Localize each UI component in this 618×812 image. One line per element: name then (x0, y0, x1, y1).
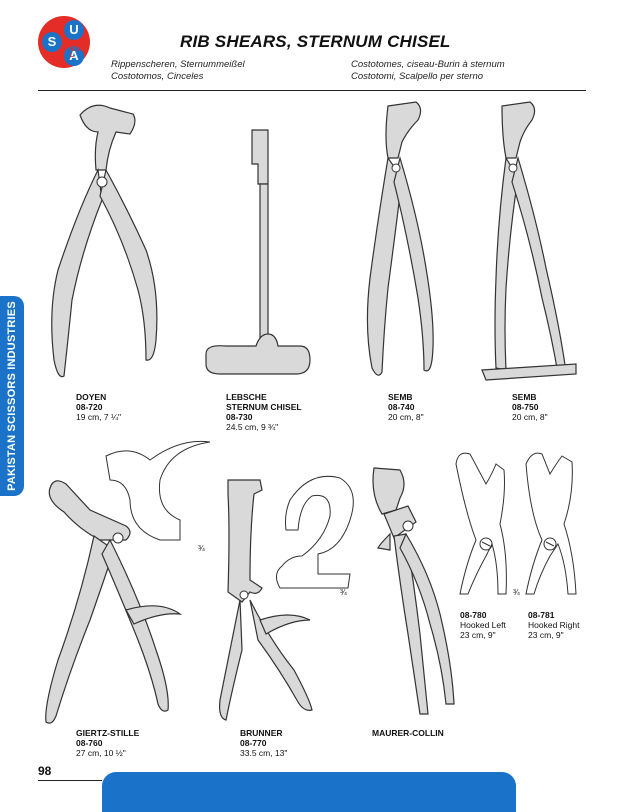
product-code: 08-720 (76, 402, 103, 412)
product-name: DOYEN (76, 392, 107, 402)
subtitle-spanish: Costotomos, Cinceles (111, 71, 204, 82)
product-label-brunner: BRUNNER 08-770 33.5 cm, 13" (240, 728, 287, 758)
brunner-illustration (200, 470, 360, 730)
logo-letter-a: A (69, 48, 79, 63)
lebsche-sternum-chisel-illustration (196, 124, 316, 384)
page-number: 98 (38, 764, 52, 778)
product-label-hooked-left: 08-780 Hooked Left 23 cm, 9" (460, 610, 506, 640)
product-label-doyen: DOYEN 08-720 19 cm, 7 ¼" (76, 392, 121, 422)
page-title: RIB SHEARS, STERNUM CHISEL (180, 32, 451, 51)
product-size: 24.5 cm, 9 ¾" (226, 422, 279, 432)
logo-letter-u: U (69, 22, 78, 37)
side-tab: PAKISTAN SCISSORS INDUSTRIES (0, 296, 24, 496)
product-size: 27 cm, 10 ½" (76, 748, 126, 758)
footer-bar (102, 772, 516, 812)
product-name: BRUNNER (240, 728, 283, 738)
logo-letter-s: S (48, 34, 57, 49)
semb-08-750-illustration (476, 98, 586, 388)
header-rule (38, 90, 586, 91)
product-label-hooked-right: 08-781 Hooked Right 23 cm, 9" (528, 610, 580, 640)
product-variant: Hooked Left (460, 620, 506, 630)
usa-dental-logo: U S A (38, 16, 90, 68)
scale-fraction-2: ¾ (340, 588, 347, 597)
product-size: 23 cm, 9" (460, 630, 496, 640)
product-code: 08-770 (240, 738, 267, 748)
product-label-semb-750: SEMB 08-750 20 cm, 8" (512, 392, 548, 422)
product-size: 19 cm, 7 ¼" (76, 412, 122, 422)
scale-fraction-3: ¾ (513, 588, 520, 597)
doyen-rib-shears-illustration (38, 100, 168, 390)
product-label-giertz-stille: GIERTZ-STILLE 08-760 27 cm, 10 ½" (76, 728, 139, 758)
product-code: 08-740 (388, 402, 415, 412)
product-name: SEMB (388, 392, 413, 402)
product-code: 08-780 (460, 610, 487, 620)
product-label-maurer-collin: MAURER-COLLIN (372, 728, 444, 738)
product-name: MAURER-COLLIN (372, 728, 444, 738)
product-label-semb-740: SEMB 08-740 20 cm, 8" (388, 392, 424, 422)
product-code: 08-730 (226, 412, 253, 422)
product-code: 08-781 (528, 610, 555, 620)
subtitle-french: Costotomes, ciseau-Burin à sternum (351, 59, 505, 70)
product-size: 33.5 cm, 13" (240, 748, 288, 758)
product-code: 08-760 (76, 738, 103, 748)
maurer-collin-illustration (350, 464, 460, 734)
product-size: 20 cm, 8" (512, 412, 548, 422)
product-name: GIERTZ-STILLE (76, 728, 140, 738)
product-name-line-2: STERNUM CHISEL (226, 402, 302, 412)
subtitle-italian: Costotomi, Scalpello per sterno (351, 71, 484, 82)
subtitle-german: Rippenscheren, Sternummeißel (111, 59, 245, 70)
scale-fraction-1: ¾ (198, 544, 205, 553)
logo-arc-text: DENTAL (70, 40, 82, 59)
product-code: 08-750 (512, 402, 539, 412)
giertz-stille-illustration (30, 440, 210, 730)
product-name: SEMB (512, 392, 537, 402)
product-label-lebsche: LEBSCHE STERNUM CHISEL 08-730 24.5 cm, 9… (226, 392, 302, 432)
product-size: 20 cm, 8" (388, 412, 424, 422)
side-tab-text: PAKISTAN SCISSORS INDUSTRIES (6, 301, 18, 491)
footer-rule (38, 780, 102, 781)
product-size: 23 cm, 9" (528, 630, 564, 640)
product-name-line-1: LEBSCHE (226, 392, 267, 402)
product-variant: Hooked Right (528, 620, 580, 630)
hooked-rib-shears-outline-illustration (446, 444, 596, 614)
semb-08-740-illustration (352, 98, 462, 388)
